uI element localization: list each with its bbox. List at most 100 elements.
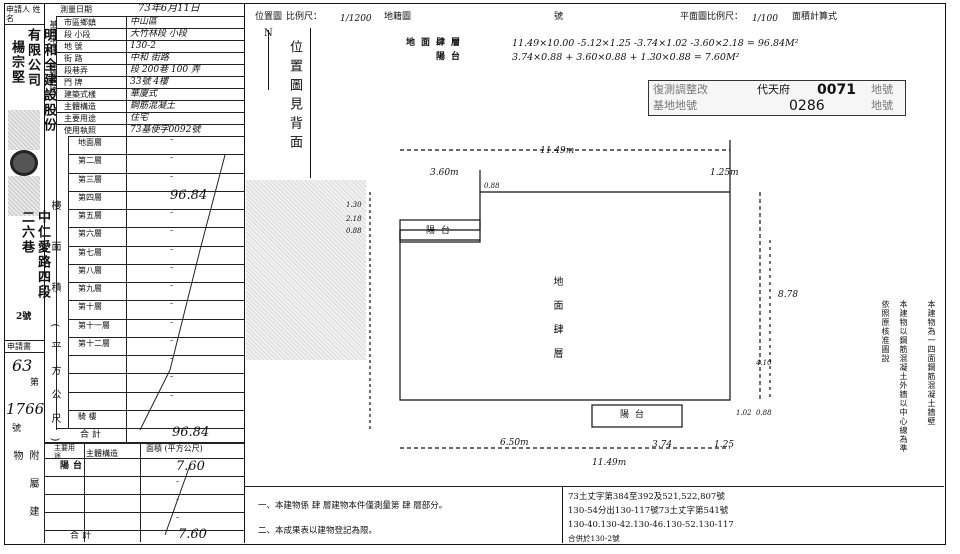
annex-side-label: 附屬建物 <box>11 450 38 534</box>
application-label: 申請書 <box>7 342 31 351</box>
note-2: 二、本成果表以建物登記為限。 <box>258 526 378 536</box>
application-suffix: 第 <box>30 378 40 388</box>
annex-row-line <box>44 512 244 513</box>
group-label-door: 建物門牌 <box>49 62 58 94</box>
floor-row-line <box>68 336 244 338</box>
form-row-line <box>56 124 244 125</box>
dim-bot-small-1: 1.02 <box>736 409 752 417</box>
north-label: N <box>264 28 273 39</box>
note-1: 一、本建物係 肆 層建物本件僅測量第 肆 層部分。 <box>258 501 448 511</box>
stamp-text-4: 地號 <box>871 83 893 96</box>
form-row-line <box>56 16 244 17</box>
floor-row-line <box>68 391 244 393</box>
form-row-value: 中山區 <box>130 17 158 27</box>
total-line-bottom <box>44 442 244 444</box>
notes-divider <box>244 486 944 487</box>
lot-note-3: 130-40.130-42.130-46.130-52.130-117 <box>568 520 734 530</box>
stamp-text-1: 復測調整改 <box>653 83 708 96</box>
form-row-line <box>56 88 244 89</box>
form-row-label: 門 牌 <box>64 78 83 87</box>
form-row-value: 住宅 <box>130 113 149 123</box>
form-row-label: 主要用途 <box>64 114 96 123</box>
dim-left-small: 0.88 <box>484 182 500 190</box>
floor-value: - <box>170 171 174 182</box>
lot-note-1: 73土丈字第384至392及521,522,807號 <box>568 492 725 502</box>
survey-date-label: 測量日期 <box>60 5 92 14</box>
dim-bottom-mid: 3.74 <box>652 440 673 450</box>
dim-top: 11.49m <box>540 146 575 156</box>
dim-right-mid: 4.10 <box>756 359 772 367</box>
floor-value: 96.84 <box>170 187 208 203</box>
floor-name: 騎 樓 <box>78 411 97 421</box>
seal-stamp-2 <box>8 176 40 216</box>
floor-value: - <box>170 226 174 237</box>
floor-name: 第十一層 <box>78 320 110 330</box>
floor-row-line <box>68 190 244 192</box>
floor-row-line <box>68 300 244 302</box>
annex-col-1 <box>84 442 85 542</box>
annex-total-value: 7.60 <box>178 527 207 542</box>
form-row-value: 段 200巷 100 弄 <box>130 65 200 75</box>
form-row-label: 使用執照 <box>64 126 96 135</box>
calc-line-1: 11.49×10.00 -5.12×1.25 -3.74×1.02 -3.60×… <box>512 38 799 49</box>
stamp-text-6: 0286 <box>789 98 825 114</box>
form-row-line <box>56 100 244 101</box>
dim-side-c: 0.88 <box>346 227 362 235</box>
form-row-value: 33號 4樓 <box>130 77 169 87</box>
floor-row-line <box>68 227 244 229</box>
stamp-text-2: 代天府 <box>757 83 790 96</box>
dim-right-top: 1.25m <box>710 168 739 178</box>
floors-label: 樓 面 積 (平方公尺) <box>49 200 60 456</box>
area-strike-line <box>139 154 226 536</box>
floor-value: - <box>170 281 174 291</box>
form-row-value: 中和 街路 <box>130 53 169 63</box>
annex-header-area: 面積 (平方公尺) <box>146 444 203 453</box>
application-no: 63 <box>12 356 33 375</box>
annex-area: - <box>176 477 180 487</box>
seal-stamp-1 <box>8 110 40 150</box>
floor-row-line <box>68 263 244 265</box>
form-row-label: 段 小段 <box>64 30 91 39</box>
form-row-line <box>56 52 244 53</box>
dim-bottom-total: 11.49m <box>592 458 627 468</box>
floor-row-line <box>68 318 244 320</box>
group-label-lot: 基地地號 <box>49 20 58 52</box>
floor-row-line <box>68 136 244 137</box>
dim-side-a: 1.30 <box>346 201 362 209</box>
scale-label: 比例尺： <box>286 12 323 22</box>
annex-area: - <box>176 513 180 523</box>
floor-value: - <box>170 153 174 164</box>
floor-value: - <box>170 262 174 273</box>
floor-row-line <box>68 154 244 156</box>
floor-plan <box>369 140 771 449</box>
annex-header-struct: 主體構造 <box>86 449 118 458</box>
dim-bottom-right: 1.25 <box>714 440 735 450</box>
floor-row-line <box>68 209 244 210</box>
annex-row-line <box>44 494 244 495</box>
floor-name: 地面層 <box>78 138 102 147</box>
annex-total-label: 合 計 <box>70 531 91 541</box>
right-note-1: 本建物為一四面鋼筋混凝土牆壁 <box>927 300 936 426</box>
total-label: 合 計 <box>80 430 101 440</box>
floor-value: - <box>170 372 174 383</box>
north-arrow <box>268 30 269 90</box>
form-row-line <box>56 64 244 65</box>
applicant-name-vertical: 明和全建設股份有限公司 <box>25 28 56 133</box>
form-row-value: 130-2 <box>130 41 156 51</box>
form-row-line <box>56 112 244 113</box>
floor-value: - <box>170 335 174 346</box>
floor-name: 第十層 <box>78 302 102 312</box>
floor-name: 第六層 <box>78 229 102 239</box>
floor-value: - <box>170 244 174 255</box>
form-label-col <box>56 16 57 430</box>
floor-value: - <box>170 299 174 310</box>
applicant-address-vertical: 中仁愛路四段二六巷 <box>19 210 50 300</box>
lot-note-2: 130-54分出130-117號73土丈字第541號 <box>568 506 729 516</box>
annex-use: 陽台 <box>60 461 87 471</box>
applicant-column <box>4 3 45 543</box>
applicant-rep-vertical: 楊宗堅 <box>9 40 24 85</box>
applicant-sep-2 <box>4 352 44 353</box>
calc-balcony: 陽台 <box>436 52 467 62</box>
survey-date-value: 73年6月11日 <box>138 3 200 14</box>
